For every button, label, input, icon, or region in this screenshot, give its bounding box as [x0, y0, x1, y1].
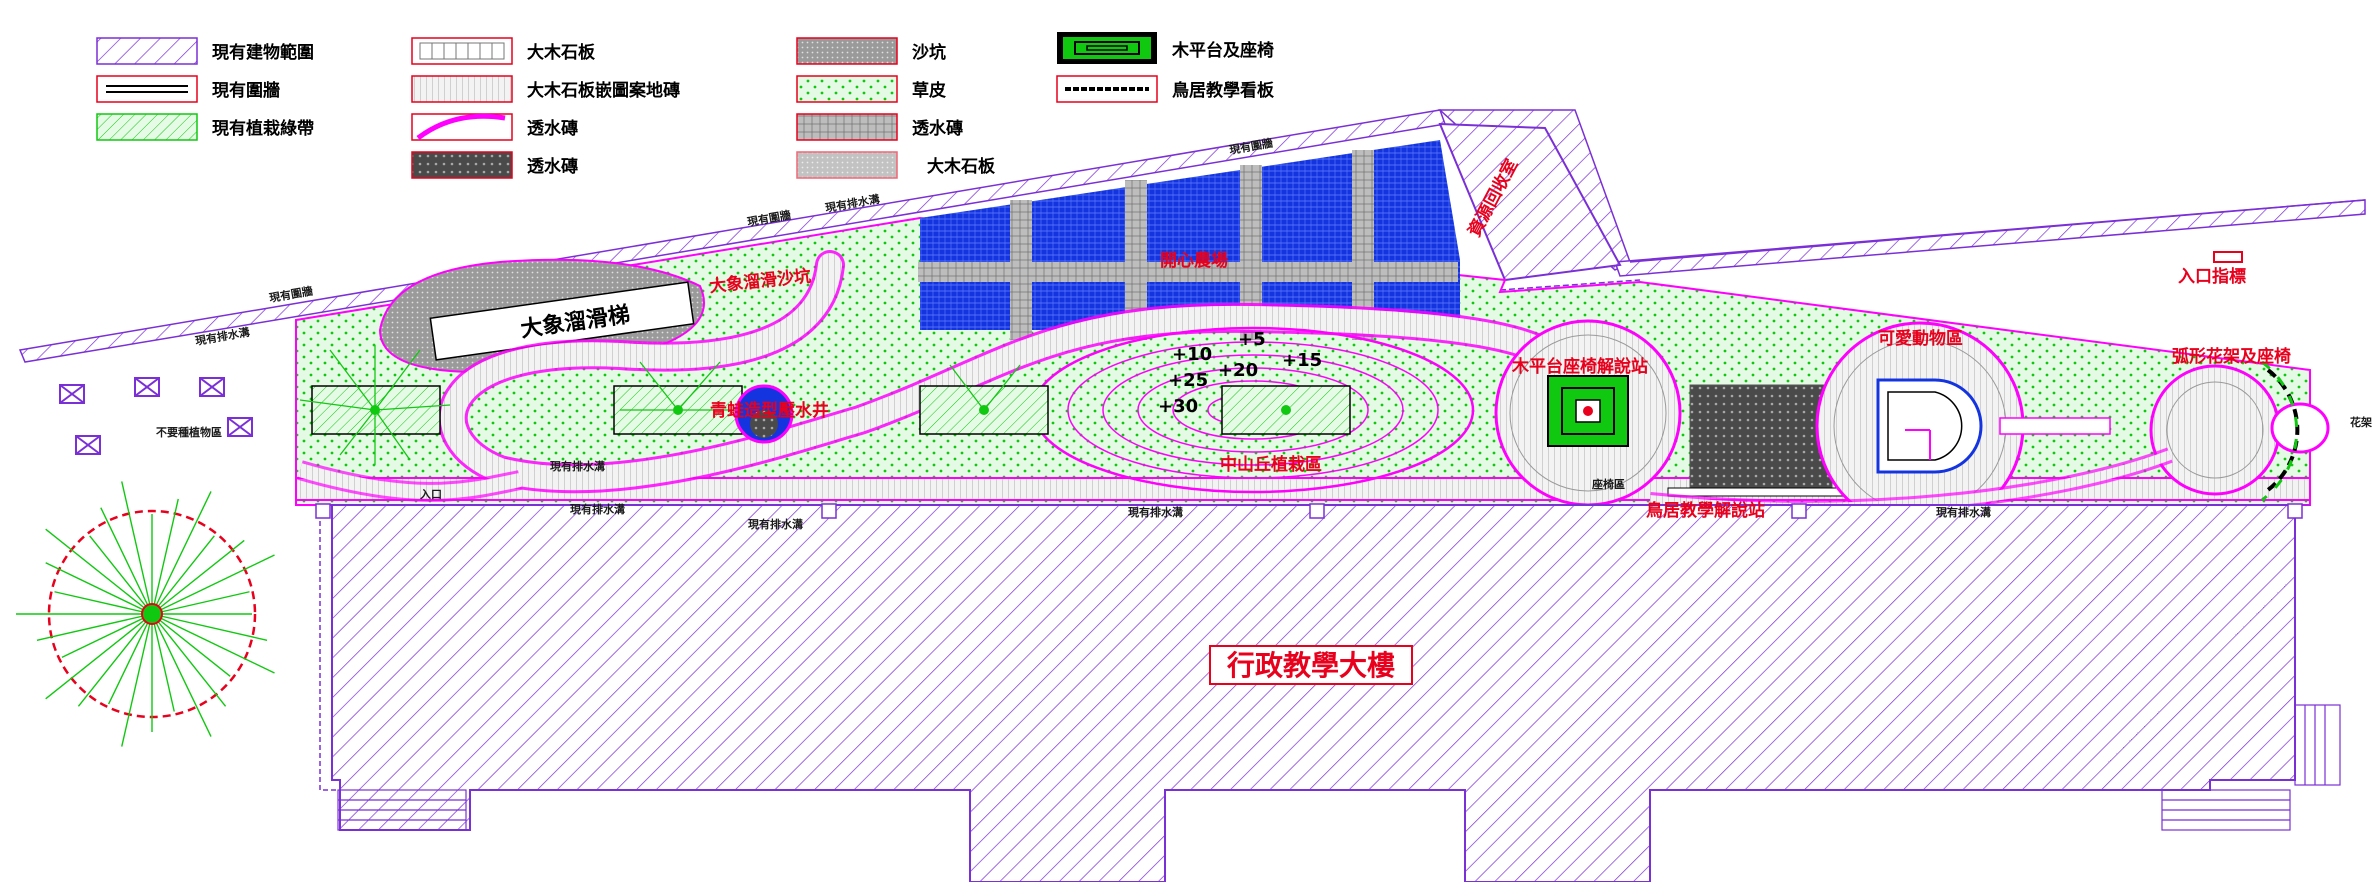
heart-garden-field: [918, 140, 1460, 340]
drain-note: 現有排水溝: [570, 502, 625, 516]
planter-1: [299, 345, 451, 465]
tree-branch: [151, 613, 212, 737]
curved-path: [297, 250, 1555, 502]
tree-branch: [54, 591, 153, 615]
elevation-label: +10: [1172, 344, 1212, 365]
elevation-label: +5: [1238, 329, 1266, 350]
elevation-label: +20: [1218, 360, 1258, 381]
recycle-room: [1438, 122, 1622, 282]
legend-label: 木平台及座椅: [1171, 40, 1274, 61]
legend-item-deck: 木平台及座椅: [1057, 32, 1274, 64]
admin-building: 行政教學大樓: [315, 503, 2341, 882]
tree-branch: [107, 613, 153, 705]
legend-label: 現有植栽綠帶: [212, 118, 314, 139]
legend-item-permeable-grey: 透水磚: [796, 113, 963, 141]
frog-well: [734, 384, 794, 444]
tree-branch: [151, 613, 231, 677]
x-marker-icon: [59, 384, 85, 404]
tree-branch: [77, 613, 153, 707]
elevation-label: +25: [1168, 370, 1208, 391]
legend-label: 透水磚: [527, 118, 578, 139]
legend-item-lawn: 草皮: [796, 75, 946, 103]
legend-label: 鳥居教學看板: [1172, 80, 1275, 101]
entrance-note: 入口: [420, 488, 442, 501]
planter-2: [613, 361, 743, 435]
tree-branch: [121, 613, 153, 747]
x-marker-icon: [134, 377, 160, 397]
legend-label: 草皮: [912, 80, 946, 101]
legend-item-wall: 現有圍牆: [96, 75, 280, 103]
legend-label: 現有建物範圍: [212, 42, 314, 63]
legend-item-permeable-dark: 透水磚: [411, 151, 578, 179]
animal-zone-label: 可愛動物區: [1878, 328, 1963, 349]
tree-branch: [45, 562, 153, 615]
drain-note: 現有排水溝: [1128, 505, 1183, 519]
legend-label: 透水磚: [527, 156, 578, 177]
no-plant-note: 不要種植物區: [156, 425, 222, 439]
tree-branch: [45, 528, 153, 615]
legend-label: 沙坑: [912, 42, 946, 63]
legend-label: 大木石板: [527, 42, 596, 63]
edge-note: 花架: [2350, 415, 2372, 429]
bird-station-label: 鳥居教學解說站: [1646, 500, 1765, 521]
x-marker-icon: [199, 377, 225, 397]
tree-branch: [151, 539, 245, 615]
deck-note: 座椅區: [1591, 477, 1625, 491]
entrance-label: 入口指標: [2178, 266, 2246, 287]
x-marker-icon: [227, 417, 253, 437]
tree-branch: [151, 591, 250, 615]
tree-branch: [61, 613, 153, 659]
paved-plaza: [1667, 384, 1855, 497]
legend-label: 透水磚: [912, 118, 963, 139]
tree-branch: [89, 535, 153, 615]
x-marker-icon: [75, 435, 101, 455]
tree-branch: [151, 491, 212, 615]
drain-note: 現有排水溝: [748, 517, 803, 531]
legend-item-stoneslab-grey: 大木石板: [796, 151, 996, 179]
planting-zone-label: 中山丘植栽區: [1220, 454, 1322, 475]
legend-item-patterntile: 大木石板嵌圖案地磚: [411, 75, 680, 103]
planter-3: [919, 364, 1049, 435]
tree-branch: [151, 613, 175, 712]
deck-station: [1494, 319, 1682, 507]
deck-station-label: 木平台座椅解說站: [1511, 356, 1648, 377]
building-title: 行政教學大樓: [1226, 649, 1395, 682]
elevation-label: +30: [1158, 396, 1198, 417]
drain-note: 現有排水溝: [550, 459, 605, 473]
animal-zone: [1815, 321, 2111, 531]
tree-branch: [151, 613, 275, 674]
tree-markers: [59, 377, 253, 455]
elevation-label: +15: [1282, 350, 1322, 371]
legend-label: 大木石板嵌圖案地磚: [527, 80, 680, 101]
tree-branch: [45, 613, 153, 700]
legend-item-board: 鳥居教學看板: [1056, 75, 1275, 103]
legend-item-permeable-path: 透水磚: [411, 113, 578, 141]
tree-branch: [36, 613, 153, 641]
tree-branch: [151, 613, 227, 707]
arc-pergola-label: 弧形花架及座椅: [2172, 346, 2291, 367]
heart-garden-label: 開心農場: [1160, 250, 1228, 271]
legend-label: 現有圍牆: [212, 80, 280, 101]
tree-branch: [151, 613, 268, 641]
legend: 現有建物範圍 現有圍牆 現有植栽綠帶 大木石板 大木石板嵌圖案地磚: [96, 32, 1275, 179]
tree-branch: [100, 507, 153, 615]
legend-item-sandpit: 沙坑: [796, 37, 946, 65]
planter-boxes: [299, 345, 1351, 465]
legend-item-building: 現有建物範圍: [96, 37, 314, 65]
tree-branch: [121, 481, 153, 615]
planter-4: [1221, 385, 1351, 435]
well-label: 青蛙造型壓水井: [710, 400, 829, 421]
site-boundary-wall: [18, 109, 2366, 363]
legend-label: 大木石板: [927, 156, 996, 177]
tree-branch: [151, 535, 215, 615]
tree-branch: [151, 498, 179, 615]
drain-note: 現有排水溝: [1936, 505, 1991, 519]
large-tree: [16, 481, 275, 747]
legend-item-stoneslab: 大木石板: [411, 37, 596, 65]
legend-item-greenbelt: 現有植栽綠帶: [96, 113, 314, 141]
tree-branch: [151, 554, 275, 615]
